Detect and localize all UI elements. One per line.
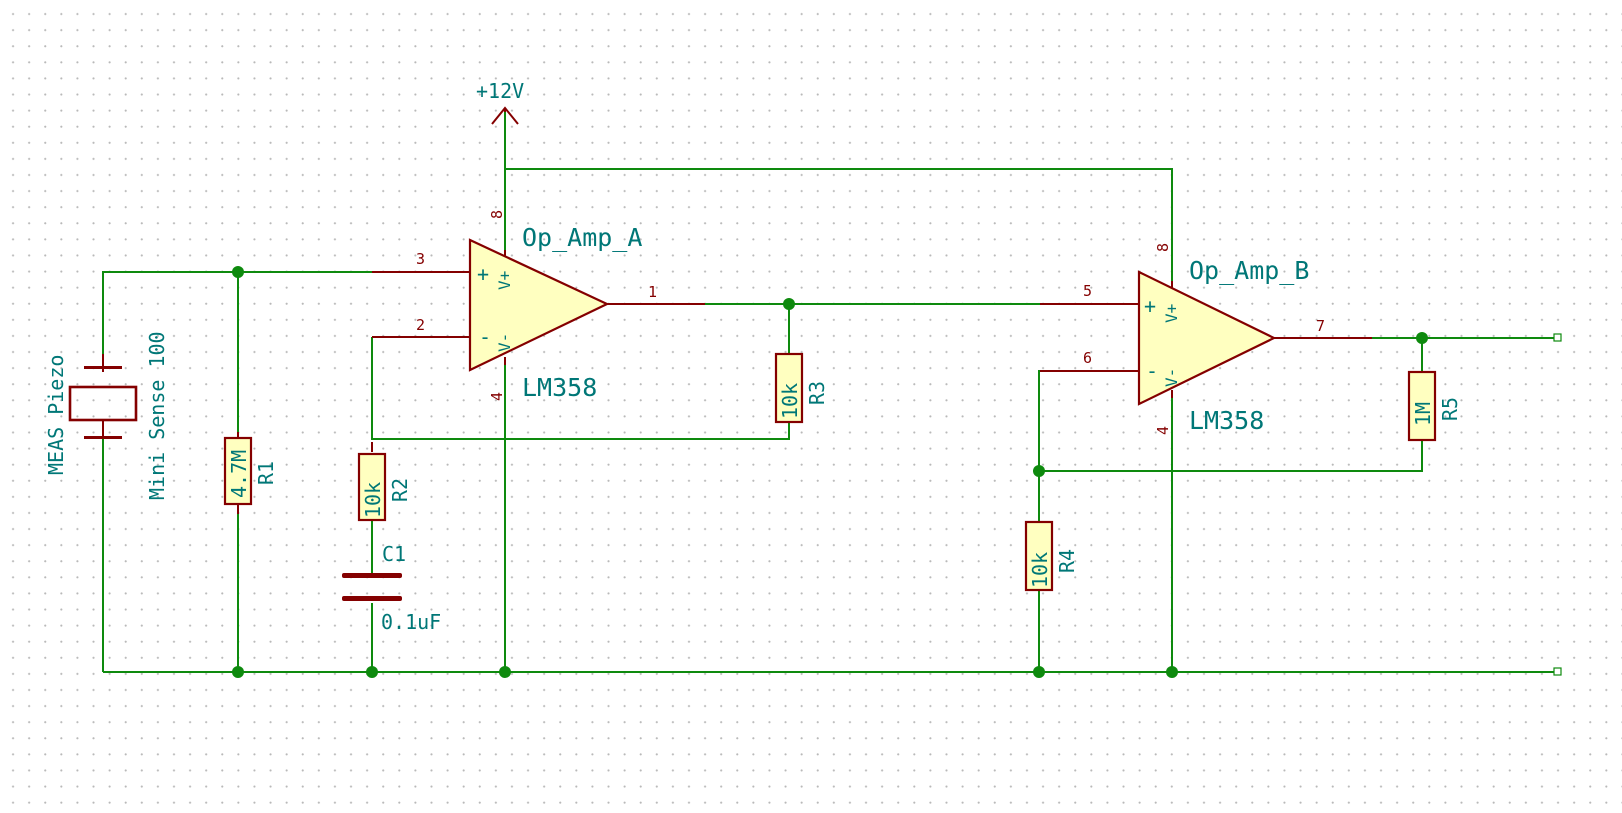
output-terminal[interactable] xyxy=(1553,333,1562,342)
op-amp-b-body xyxy=(1137,270,1277,406)
r5-value: 1M xyxy=(1411,402,1435,426)
r3-value: 10k xyxy=(778,383,802,419)
op-amp-a-pin-4: 4 xyxy=(488,392,506,401)
c1-plate-bottom xyxy=(342,596,402,601)
junction-dot xyxy=(1033,666,1045,678)
op-amp-a-minus-mark: - xyxy=(479,325,491,349)
piezo-label-1: MEAS Piezo xyxy=(44,355,68,475)
r3-body xyxy=(774,352,804,424)
junctions xyxy=(232,266,1428,678)
c1-plate-top xyxy=(342,573,402,578)
op-amp-a-vplus-mark: V+ xyxy=(495,271,514,290)
piezo-label-2: Mini Sense 100 xyxy=(145,331,169,500)
op-amp-a-ref: Op_Amp_A xyxy=(522,223,642,252)
wire-input-node xyxy=(102,271,372,372)
capacitor-c1[interactable]: C1 0.1uF xyxy=(342,542,441,634)
resistor-r3[interactable]: 10k R3 xyxy=(774,352,829,424)
r2-ref: R2 xyxy=(388,478,412,502)
piezo-top-plate xyxy=(84,366,122,369)
junction-dot xyxy=(232,266,244,278)
op-amp-b-pin-5: 5 xyxy=(1083,282,1092,300)
op-amp-a-pin-1: 1 xyxy=(648,283,657,301)
junction-dot xyxy=(1416,332,1428,344)
op-amp-b-vplus-mark: V+ xyxy=(1162,304,1181,323)
op-amp-b-minus-mark: - xyxy=(1146,359,1158,383)
junction-dot xyxy=(1033,465,1045,477)
op-amp-a-vminus-mark: V- xyxy=(495,333,514,352)
op-amp-a-value: LM358 xyxy=(522,373,597,402)
wire-feedback-a xyxy=(371,337,790,440)
r4-body xyxy=(1024,520,1054,592)
op-amp-b-plus-mark: + xyxy=(1144,294,1156,318)
op-amp-b-ref: Op_Amp_B xyxy=(1189,256,1309,285)
wire-vcc-rail xyxy=(505,168,1173,281)
piezo-sensor[interactable]: MEAS Piezo Mini Sense 100 xyxy=(44,331,169,500)
junction-dot xyxy=(232,666,244,678)
op-amp-a-plus-mark: + xyxy=(477,262,489,286)
resistor-r1[interactable]: 4.7M R1 xyxy=(223,436,278,506)
op-amp-b-value: LM358 xyxy=(1189,406,1264,435)
op-amp-b-pin-8: 8 xyxy=(1154,243,1172,252)
r5-ref: R5 xyxy=(1438,397,1462,421)
power-label: +12V xyxy=(476,79,524,103)
ground-terminal[interactable] xyxy=(1553,667,1562,676)
piezo-bottom-plate xyxy=(84,436,122,439)
r2-value: 10k xyxy=(361,482,385,518)
op-amp-b-pin-6: 6 xyxy=(1083,349,1092,367)
r5-body xyxy=(1407,370,1437,442)
r1-value: 4.7M xyxy=(227,450,251,498)
r2-body xyxy=(357,452,387,522)
op-amp-a-pin-3: 3 xyxy=(416,250,425,268)
r1-body xyxy=(223,436,253,506)
junction-dot xyxy=(1166,666,1178,678)
op-amp-a-pin-8: 8 xyxy=(488,210,506,219)
c1-ref: C1 xyxy=(382,542,406,566)
power-symbol-12v[interactable]: +12V xyxy=(476,79,524,125)
op-amp-a-body xyxy=(468,238,610,372)
resistor-r2[interactable]: 10k R2 xyxy=(357,452,412,522)
power-arrow-icon xyxy=(491,106,519,125)
r4-ref: R4 xyxy=(1055,549,1079,573)
op-amp-a[interactable]: + - V+ V- 3 2 1 8 4 Op_Amp_A LM358 xyxy=(416,210,657,402)
junction-dot xyxy=(783,298,795,310)
c1-value: 0.1uF xyxy=(381,610,441,634)
r1-ref: R1 xyxy=(254,461,278,485)
op-amp-b-vminus-mark: V- xyxy=(1162,368,1181,387)
r3-ref: R3 xyxy=(805,381,829,405)
junction-dot xyxy=(499,666,511,678)
op-amp-a-pin-2: 2 xyxy=(416,316,425,334)
resistor-r5[interactable]: 1M R5 xyxy=(1407,370,1462,442)
r4-value: 10k xyxy=(1028,552,1052,588)
resistor-r4[interactable]: 10k R4 xyxy=(1024,520,1079,592)
op-amp-b-pin-4: 4 xyxy=(1154,426,1172,435)
piezo-crystal xyxy=(68,385,138,422)
op-amp-b-pin-7: 7 xyxy=(1316,317,1325,335)
op-amp-b[interactable]: + - V+ V- 5 6 7 8 4 Op_Amp_B LM358 xyxy=(1083,243,1325,435)
junction-dot xyxy=(366,666,378,678)
